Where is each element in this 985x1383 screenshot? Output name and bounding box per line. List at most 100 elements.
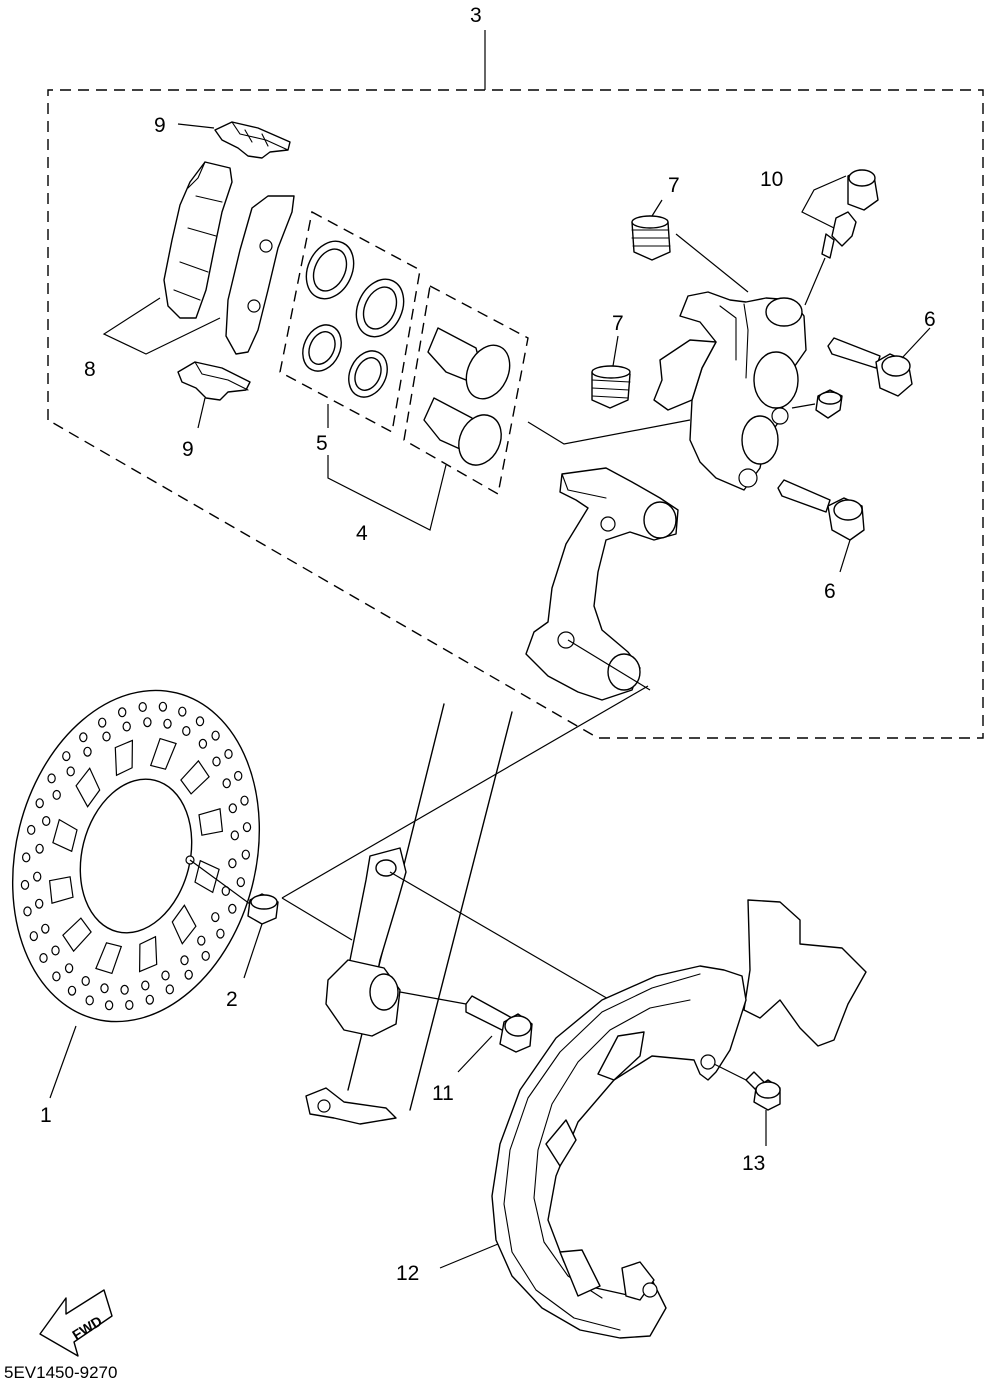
callout-7-lower: 7: [612, 312, 624, 335]
disc-hole: [184, 969, 193, 980]
caliper-assembly-boundary: [47, 30, 984, 739]
disc-slot: [149, 737, 177, 770]
disc-hole: [27, 824, 36, 835]
disc-hole: [228, 858, 237, 869]
caliper-pin-lower: [777, 479, 865, 573]
disc-hole: [42, 815, 51, 826]
brake-disc: [11, 689, 261, 1099]
disc-hole: [122, 721, 131, 732]
seal-kit: [279, 210, 421, 434]
disc-hole: [211, 730, 220, 741]
disc-hole: [212, 756, 221, 767]
disc-hole: [20, 879, 30, 890]
disc-hole: [35, 898, 44, 909]
disc-hole: [64, 963, 74, 974]
disc-hole: [241, 849, 250, 860]
disc-hole: [104, 1000, 114, 1011]
disc-hole: [138, 701, 147, 712]
pad-spring-upper: [177, 121, 291, 159]
disc-slot: [48, 876, 74, 904]
callout-5: 5: [316, 432, 328, 455]
disc-hole: [182, 725, 191, 736]
disc-hole: [62, 751, 71, 762]
disc-hole: [41, 923, 50, 934]
disc-hole: [161, 970, 170, 981]
disc-hole: [97, 717, 107, 728]
brake-pads: [102, 161, 295, 355]
fork-bolt: [399, 991, 533, 1073]
callout-bracket-4: [327, 455, 447, 531]
disc-hole: [81, 975, 90, 986]
callout-6-lower: 6: [824, 580, 836, 603]
disc-slot: [114, 739, 134, 777]
disc-hole: [233, 770, 243, 781]
disc-slot: [62, 917, 92, 953]
caliper-bracket: [525, 467, 679, 701]
disc-hole: [145, 994, 154, 1005]
disc-hole: [197, 935, 206, 946]
disc-hole: [228, 803, 237, 814]
disc-hole: [35, 798, 44, 809]
disc-hole: [141, 980, 150, 991]
disc-slot: [95, 942, 123, 975]
disc-slot: [171, 904, 197, 945]
disc-hole: [201, 950, 210, 961]
bleed-cap-lower: [591, 335, 631, 409]
caliper-small-bolt: [791, 389, 843, 419]
callout-12: 12: [396, 1262, 419, 1285]
disc-hole: [67, 985, 77, 996]
callout-labels: 1 2 3 4 5 6 6 7 7 8 9 9 10 11 12 13: [40, 4, 936, 1285]
disc-hole: [158, 701, 168, 712]
disc-bolt: [189, 685, 649, 979]
disc-slot: [52, 818, 78, 853]
caliper-pistons: [403, 284, 529, 496]
disc-slot: [138, 935, 158, 973]
callout-13: 13: [742, 1152, 765, 1175]
disc-hole: [198, 738, 208, 749]
caliper-body: [527, 291, 807, 491]
disc-hole: [143, 717, 152, 728]
callout-9-upper: 9: [154, 114, 166, 137]
callout-9-lower: 9: [182, 438, 194, 461]
disc-hole: [242, 822, 252, 833]
callout-7-upper: 7: [668, 174, 680, 197]
disc-slot: [180, 759, 210, 795]
callout-11: 11: [432, 1082, 454, 1105]
disc-hole: [52, 789, 61, 800]
disc-hole: [33, 871, 42, 882]
callout-8: 8: [84, 358, 96, 381]
caliper-pin-upper: [827, 327, 931, 397]
front-fork: [305, 703, 611, 1125]
disc-hole: [230, 830, 239, 841]
callout-2: 2: [226, 988, 238, 1011]
disc-hole: [39, 952, 48, 963]
forward-arrow-icon: FWD: [39, 1289, 113, 1357]
disc-hole: [66, 766, 75, 777]
disc-slot: [75, 767, 101, 808]
disc-cover: [439, 899, 867, 1339]
disc-hole: [85, 995, 94, 1006]
disc-hole: [47, 773, 56, 784]
bracket-mount-line: [567, 639, 651, 691]
disc-slot: [198, 808, 224, 836]
callout-6-upper: 6: [924, 308, 936, 331]
disc-hole: [236, 877, 245, 888]
disc-hole: [163, 718, 172, 729]
disc-hole: [211, 912, 220, 923]
pad-spring-lower: [177, 361, 251, 429]
disc-hole: [52, 971, 61, 982]
disc-hole: [23, 906, 32, 917]
cover-bolt: [713, 1063, 781, 1146]
disc-hole: [22, 852, 31, 863]
callout-10: 10: [760, 168, 783, 191]
disc-hole: [120, 984, 129, 995]
disc-hole: [240, 795, 249, 806]
disc-hole: [222, 778, 231, 789]
disc-hole: [29, 931, 38, 942]
disc-hole: [100, 983, 109, 994]
disc-hole: [228, 903, 237, 914]
disc-hole: [102, 731, 111, 742]
disc-hole: [83, 746, 92, 757]
disc-hole: [79, 732, 88, 743]
